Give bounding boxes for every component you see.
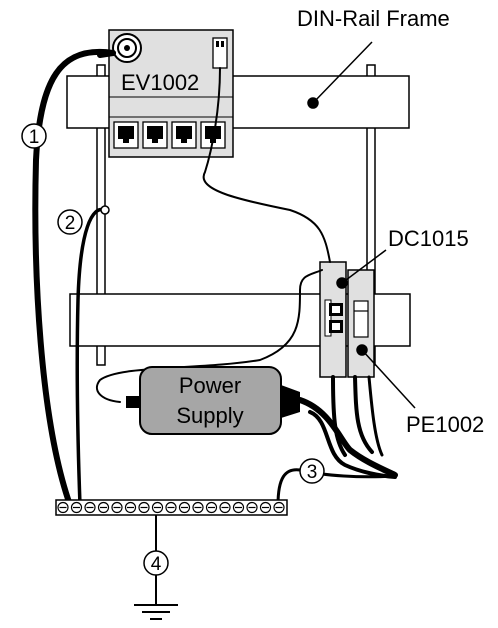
wire-psu-output-b — [308, 410, 397, 479]
frame-ground-screw — [100, 205, 110, 215]
marker-3: 3 — [299, 458, 325, 484]
wire-pe-down — [353, 375, 374, 454]
pe-leader-dot — [356, 344, 368, 356]
left-post — [96, 64, 106, 366]
marker-4-text: 4 — [151, 554, 162, 575]
dc-leader-dot — [336, 277, 348, 289]
wire-psu-output — [297, 397, 398, 478]
wire-1 — [32, 48, 116, 508]
screw-terminal-icon — [55, 499, 288, 516]
marker-2-text: 2 — [65, 213, 76, 234]
dc-label: DC1015 — [388, 226, 469, 251]
frame-leader-dot — [307, 97, 319, 109]
wire-dc-down — [331, 375, 347, 457]
pe-label: PE1002 — [406, 412, 484, 437]
marker-3-text: 3 — [307, 462, 318, 483]
psu-label-line1: Power — [179, 373, 241, 398]
frame-label: DIN-Rail Frame — [297, 6, 450, 31]
ev1002-device: EV1002 — [108, 29, 234, 158]
marker-4: 4 — [143, 550, 169, 576]
pe1002-module — [347, 269, 375, 378]
frame-leader — [312, 41, 373, 104]
device-label: EV1002 — [121, 70, 199, 95]
dc-leader — [341, 249, 387, 284]
psu-label-line2: Supply — [176, 403, 243, 428]
wire-2 — [75, 207, 107, 507]
rj45-port-icon — [142, 121, 168, 149]
ground-symbol-icon — [134, 604, 178, 620]
rj45-port-icon — [113, 121, 139, 149]
bnc-connector-icon — [112, 33, 142, 63]
marker-1: 1 — [21, 123, 47, 149]
wire-pe-down-b — [367, 375, 384, 457]
power-connector-icon — [212, 37, 228, 69]
power-supply: Power Supply — [126, 366, 300, 435]
wire-device-power — [202, 67, 331, 263]
wire-dc-to-psu — [95, 269, 323, 403]
marker-2: 2 — [57, 209, 83, 235]
pe-leader — [361, 349, 416, 409]
callouts — [307, 41, 416, 409]
rj45-port-icon — [171, 121, 197, 149]
marker-1-text: 1 — [29, 127, 40, 148]
